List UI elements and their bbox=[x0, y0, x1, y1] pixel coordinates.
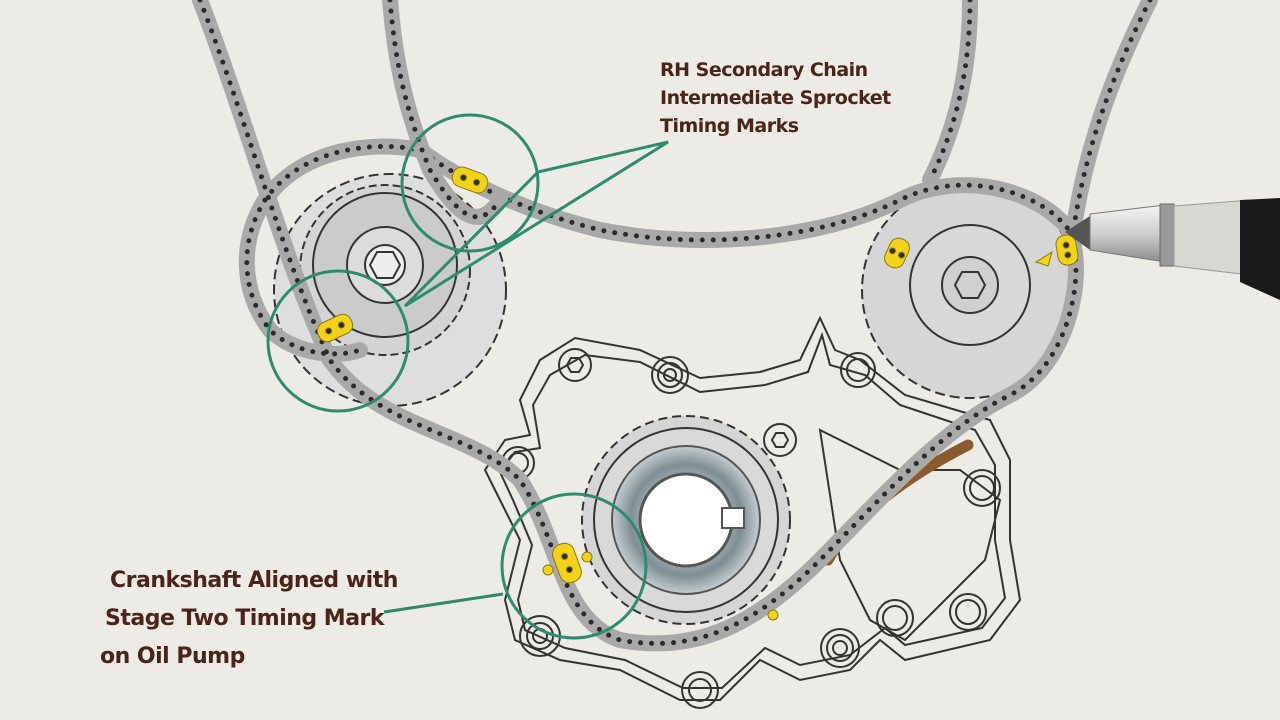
bolt bbox=[651, 356, 689, 394]
bolt bbox=[963, 469, 1001, 507]
chain-guide bbox=[822, 439, 974, 566]
timing-dot bbox=[767, 609, 779, 621]
timing-mark bbox=[316, 313, 354, 343]
bolt bbox=[949, 593, 987, 631]
pencil-icon bbox=[1065, 198, 1280, 300]
timing-mark bbox=[552, 542, 582, 584]
bolt bbox=[763, 423, 797, 457]
bolt bbox=[681, 671, 719, 709]
leader-crank bbox=[383, 592, 504, 614]
label-line: Timing Marks bbox=[660, 115, 799, 137]
bolt bbox=[840, 352, 876, 388]
highlight-circle-rh-lower bbox=[266, 269, 410, 413]
rh-secondary-chain-label: RH Secondary Chain Intermediate Sprocket… bbox=[660, 56, 891, 140]
leader-rh bbox=[403, 140, 669, 308]
timing-dot bbox=[542, 564, 554, 576]
crankshaft-sprocket bbox=[581, 415, 791, 625]
timing-marks bbox=[316, 166, 1079, 621]
timing-chain bbox=[192, 0, 1158, 652]
highlight-circle-rh-upper bbox=[400, 113, 540, 253]
label-line: RH Secondary Chain bbox=[660, 59, 868, 81]
housing-bolts bbox=[501, 348, 1001, 709]
timing-mark bbox=[451, 166, 489, 194]
label-line: Stage Two Timing Mark bbox=[105, 606, 385, 631]
right-intermediate-sprocket bbox=[861, 181, 1079, 399]
label-line: Crankshaft Aligned with bbox=[110, 568, 398, 593]
label-line: on Oil Pump bbox=[100, 644, 245, 669]
bolt bbox=[876, 599, 914, 637]
highlight-circle-crank bbox=[500, 492, 648, 640]
timing-dot bbox=[581, 551, 593, 563]
bolt bbox=[820, 628, 860, 668]
highlight-callouts bbox=[266, 113, 669, 640]
label-line: Intermediate Sprocket bbox=[660, 87, 891, 109]
crankshaft-alignment-label: Crankshaft Aligned with Stage Two Timing… bbox=[100, 562, 398, 676]
timing-arrow bbox=[1034, 250, 1053, 267]
timing-mark bbox=[1055, 234, 1079, 266]
bolt bbox=[558, 348, 592, 382]
timing-mark bbox=[884, 237, 910, 269]
